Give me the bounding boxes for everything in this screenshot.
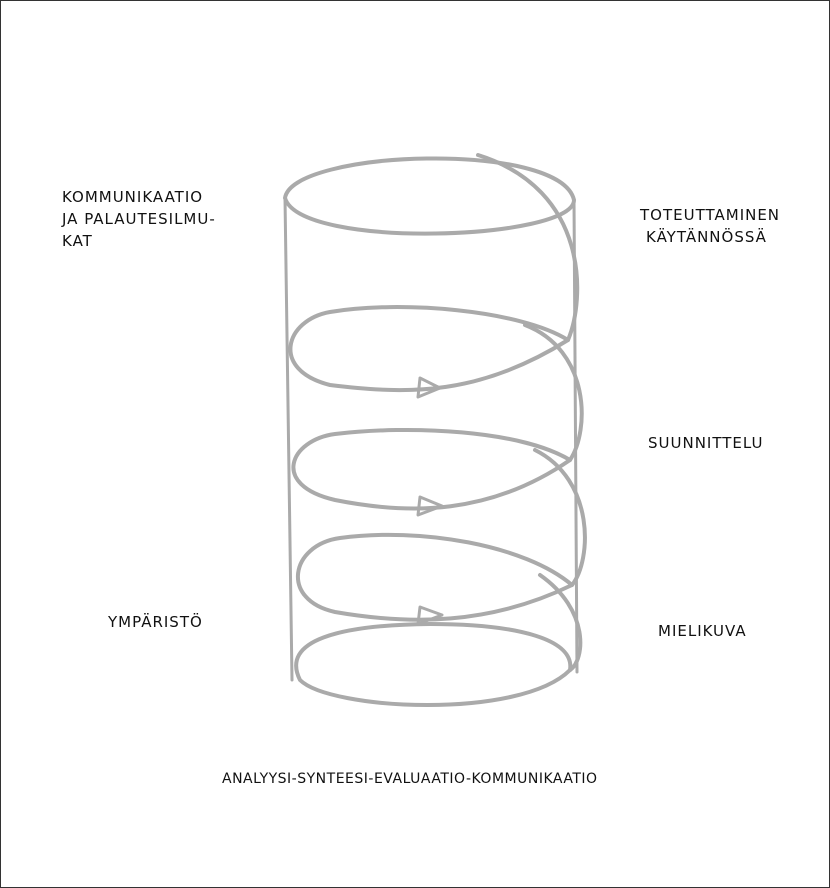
cylinder-top-ellipse [285,158,574,233]
cylinder-bottom-ellipse [296,624,570,705]
bottom-caption: ANALYYSI-SYNTEESI-EVALUAATIO-KOMMUNIKAAT… [222,768,598,790]
label-planning: SUUNNITTELU [648,432,763,454]
label-implementation-line-1: TOTEUTTAMINEN [640,204,780,226]
spiral-loop-1 [290,307,568,390]
label-environment: YMPÄRISTÖ [108,611,203,633]
label-communication-feedback: KOMMUNIKAATIO JA PALAUTESILMU- KAT [62,186,216,252]
cylinder-left-side [285,198,292,680]
label-implementation-line-2: KÄYTÄNNÖSSÄ [640,226,780,248]
spiral-loop-2 [293,430,570,509]
label-image: MIELIKUVA [658,620,747,642]
label-communication-line-3: KAT [62,230,216,252]
label-implementation: TOTEUTTAMINEN KÄYTÄNNÖSSÄ [640,204,780,248]
spiral-loop-3 [298,535,572,620]
spiral-descent-2 [525,325,582,460]
label-communication-line-1: KOMMUNIKAATIO [62,186,216,208]
label-communication-line-2: JA PALAUTESILMU- [62,208,216,230]
arrowhead-loop-2 [418,497,442,515]
